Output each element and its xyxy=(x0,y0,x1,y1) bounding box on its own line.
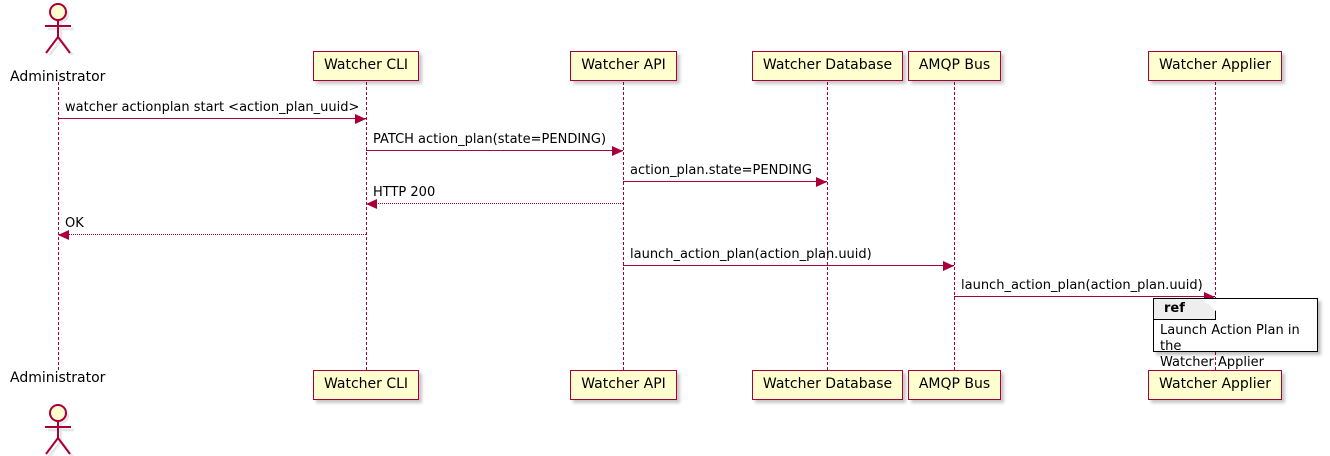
participant-label: Watcher CLI xyxy=(323,376,409,392)
participant-watcher-database-top: Watcher Database xyxy=(752,51,903,81)
participant-watcher-cli-bottom: Watcher CLI xyxy=(313,370,419,400)
msg-launch-action-plan-applier-arrowhead xyxy=(1204,292,1215,302)
participant-amqp-bus-bottom: AMQP Bus xyxy=(908,370,1001,400)
msg-watcher-actionplan-start-line xyxy=(58,118,366,119)
msg-patch-action-plan-arrowhead xyxy=(612,146,623,156)
lifeline-watcher-database xyxy=(827,82,828,370)
participant-amqp-bus-top: AMQP Bus xyxy=(908,51,1001,81)
msg-launch-action-plan-applier-label: launch_action_plan(action_plan.uuid) xyxy=(961,278,1203,293)
msg-http-200-arrowhead xyxy=(366,199,377,209)
participant-watcher-cli-top: Watcher CLI xyxy=(313,51,419,81)
lifeline-administrator xyxy=(58,82,59,370)
actor-icon xyxy=(45,404,74,456)
lifeline-amqp-bus xyxy=(954,82,955,370)
ref-tab: ref xyxy=(1154,299,1216,320)
participant-label: Watcher Database xyxy=(762,376,893,392)
participant-watcher-applier-bottom: Watcher Applier xyxy=(1148,370,1282,400)
participant-label: AMQP Bus xyxy=(918,57,991,73)
participant-watcher-applier-top: Watcher Applier xyxy=(1148,51,1282,81)
participant-label: Watcher API xyxy=(581,376,666,392)
msg-ok-line xyxy=(58,234,366,235)
actor-label-administrator: Administrator xyxy=(10,370,106,386)
msg-patch-action-plan-label: PATCH action_plan(state=PENDING) xyxy=(373,132,607,147)
msg-ok-label: OK xyxy=(65,216,84,231)
msg-action-plan-state-pending-line xyxy=(623,181,827,182)
msg-launch-action-plan-bus-label: launch_action_plan(action_plan.uuid) xyxy=(630,247,872,262)
participant-label: AMQP Bus xyxy=(918,376,991,392)
participant-watcher-api-top: Watcher API xyxy=(570,51,677,81)
participant-watcher-database-bottom: Watcher Database xyxy=(752,370,903,400)
msg-launch-action-plan-applier-line xyxy=(954,296,1215,297)
msg-launch-action-plan-bus-line xyxy=(623,265,954,266)
participant-watcher-api-bottom: Watcher API xyxy=(570,370,677,400)
ref-line-1: Launch Action Plan in the xyxy=(1160,323,1300,354)
msg-patch-action-plan-line xyxy=(366,150,623,151)
participant-label: Watcher API xyxy=(581,57,666,73)
participant-label: Watcher Database xyxy=(762,57,893,73)
msg-launch-action-plan-bus-arrowhead xyxy=(943,261,954,271)
msg-action-plan-state-pending-label: action_plan.state=PENDING xyxy=(630,163,812,178)
msg-ok-arrowhead xyxy=(58,230,69,240)
ref-line-2: Watcher Applier xyxy=(1160,355,1264,370)
lifeline-watcher-cli xyxy=(366,82,367,370)
actor-administrator xyxy=(36,3,80,57)
msg-action-plan-state-pending-arrowhead xyxy=(816,177,827,187)
lifeline-watcher-api xyxy=(623,82,624,370)
actor-label-administrator: Administrator xyxy=(10,69,106,85)
participant-label: Watcher CLI xyxy=(323,57,409,73)
msg-watcher-actionplan-start-label: watcher actionplan start <action_plan_uu… xyxy=(65,100,360,115)
msg-watcher-actionplan-start-arrowhead xyxy=(355,114,366,124)
lifeline-watcher-applier xyxy=(1215,82,1216,370)
actor-icon xyxy=(45,3,74,57)
msg-http-200-label: HTTP 200 xyxy=(373,185,436,200)
msg-http-200-line xyxy=(366,203,623,204)
participant-label: Watcher Applier xyxy=(1159,376,1271,392)
actor-administrator xyxy=(36,404,80,456)
participant-label: Watcher Applier xyxy=(1159,57,1271,73)
